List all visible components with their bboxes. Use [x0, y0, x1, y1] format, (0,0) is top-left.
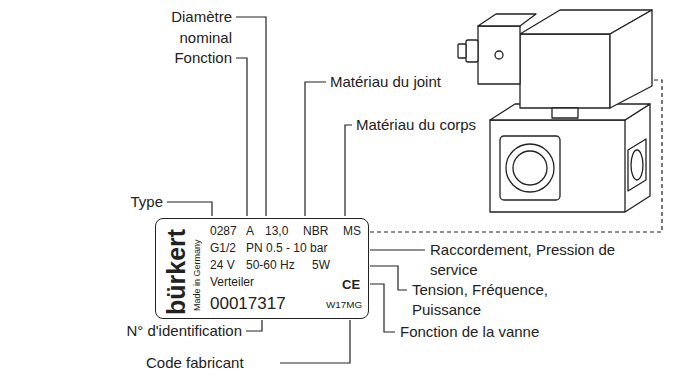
nominal-diameter: 13,0	[265, 225, 288, 239]
brand-logo: bürkert	[164, 229, 189, 315]
leader-line	[305, 82, 326, 216]
leader-line	[370, 249, 425, 250]
origin-mark: Made in Germany	[193, 239, 202, 311]
frequency: 50-60 Hz	[246, 259, 295, 273]
leader-line	[345, 125, 352, 216]
callout-label: Code fabricant	[146, 353, 244, 373]
valve-function: Verteiler	[210, 276, 254, 290]
leader-line	[280, 320, 350, 363]
name-plate: 0287 A 13,0 NBR MS G1/2 PN 0.5 - 10 bar 24 V 50-…	[155, 218, 369, 319]
ce-mark: CE	[342, 278, 360, 293]
leader-line	[370, 266, 407, 290]
callout-label: Fonction	[174, 48, 232, 68]
id-number: 00017317	[210, 294, 286, 314]
callout-label: Fonction de la vanne	[400, 322, 539, 342]
leader-line	[236, 58, 247, 216]
valve-illustration	[458, 10, 652, 212]
maker-code: W17MG	[326, 299, 362, 310]
voltage: 24 V	[210, 259, 235, 273]
leader-line	[246, 320, 262, 331]
port-flange	[500, 136, 560, 200]
callout-label: Type	[130, 192, 163, 212]
plug-connector	[478, 26, 520, 84]
callout-label: N° d'identification	[126, 321, 242, 341]
seal-material: NBR	[303, 225, 328, 239]
leader-line	[236, 17, 266, 216]
function-code: A	[246, 225, 254, 239]
callout-label: Raccordement, Pression de service	[430, 240, 635, 280]
coil	[520, 34, 610, 108]
callout-label: Matériau du joint	[330, 72, 441, 92]
callout-label: Diamètre nominal	[160, 6, 232, 48]
leader-line	[370, 284, 395, 332]
leader-line	[167, 202, 212, 216]
pressure-range: PN 0.5 - 10 bar	[246, 242, 327, 256]
callout-label: Matériau du corps	[356, 115, 476, 135]
power: 5W	[312, 259, 330, 273]
body-material: MS	[343, 225, 361, 239]
connection: G1/2	[210, 242, 236, 256]
callout-label: Tension, Fréquence, Puissance	[412, 280, 564, 320]
type-code: 0287	[210, 225, 237, 239]
valve-body	[490, 104, 650, 212]
